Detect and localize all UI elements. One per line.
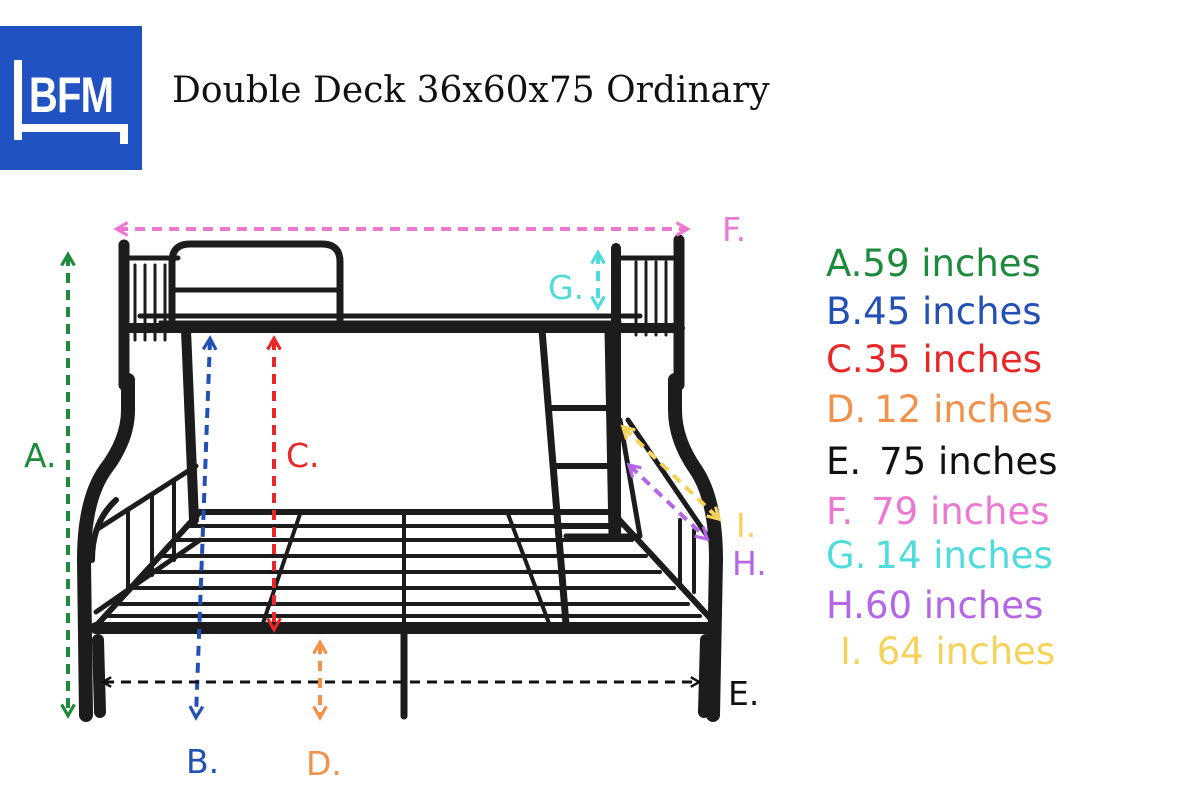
legend-value: 60 inches	[864, 584, 1044, 627]
tag-h: H.	[732, 544, 767, 583]
legend-item-b: B.45 inches	[826, 290, 1042, 334]
logo-text: BFM	[28, 67, 114, 123]
tag-e: E.	[728, 674, 760, 713]
page-title: Double Deck 36x60x75 Ordinary	[172, 70, 770, 111]
dimension-arrow-b	[188, 335, 218, 721]
dimension-arrow-i	[620, 424, 722, 522]
legend-letter: A.	[826, 242, 863, 285]
legend-letter: C.	[826, 338, 864, 381]
legend-value: 79 inches	[871, 490, 1050, 533]
legend-letter: D.	[826, 388, 867, 431]
legend-item-h: H.60 inches	[826, 584, 1043, 628]
legend-value: 12 inches	[874, 388, 1053, 431]
legend-value: 14 inches	[874, 534, 1053, 577]
tag-c: C.	[286, 436, 320, 475]
bunk-bed-photo	[77, 234, 723, 722]
legend-letter: B.	[826, 290, 864, 333]
legend-item-c: C.35 inches	[826, 338, 1042, 382]
legend-letter: G.	[826, 534, 867, 577]
legend-letter: I.	[840, 630, 863, 673]
legend-letter: E.	[826, 440, 862, 483]
legend-value: 45 inches	[863, 290, 1042, 333]
legend-value: 35 inches	[863, 338, 1043, 381]
legend-letter: H.	[826, 584, 865, 627]
legend-letter: F.	[826, 490, 854, 533]
legend-item-i: I. 64 inches	[840, 630, 1055, 674]
tag-i: I.	[736, 506, 757, 545]
legend-item-a: A.59 inches	[826, 242, 1041, 286]
tag-d: D.	[306, 744, 342, 783]
legend-item-e: E. 75 inches	[826, 440, 1058, 484]
legend-item-g: G.14 inches	[826, 534, 1053, 578]
bed-logo-icon	[14, 60, 128, 144]
tag-b: B.	[186, 742, 220, 781]
tag-a: A.	[24, 436, 57, 475]
bfm-logo: BFM	[0, 26, 142, 170]
legend-value: 64 inches	[876, 630, 1056, 673]
legend-item-d: D.12 inches	[826, 388, 1053, 432]
legend-item-f: F. 79 inches	[826, 490, 1050, 534]
legend-value: 75 inches	[879, 440, 1058, 483]
tag-g: G.	[548, 268, 585, 307]
tag-f: F.	[722, 210, 747, 249]
legend-value: 59 inches	[862, 242, 1041, 285]
